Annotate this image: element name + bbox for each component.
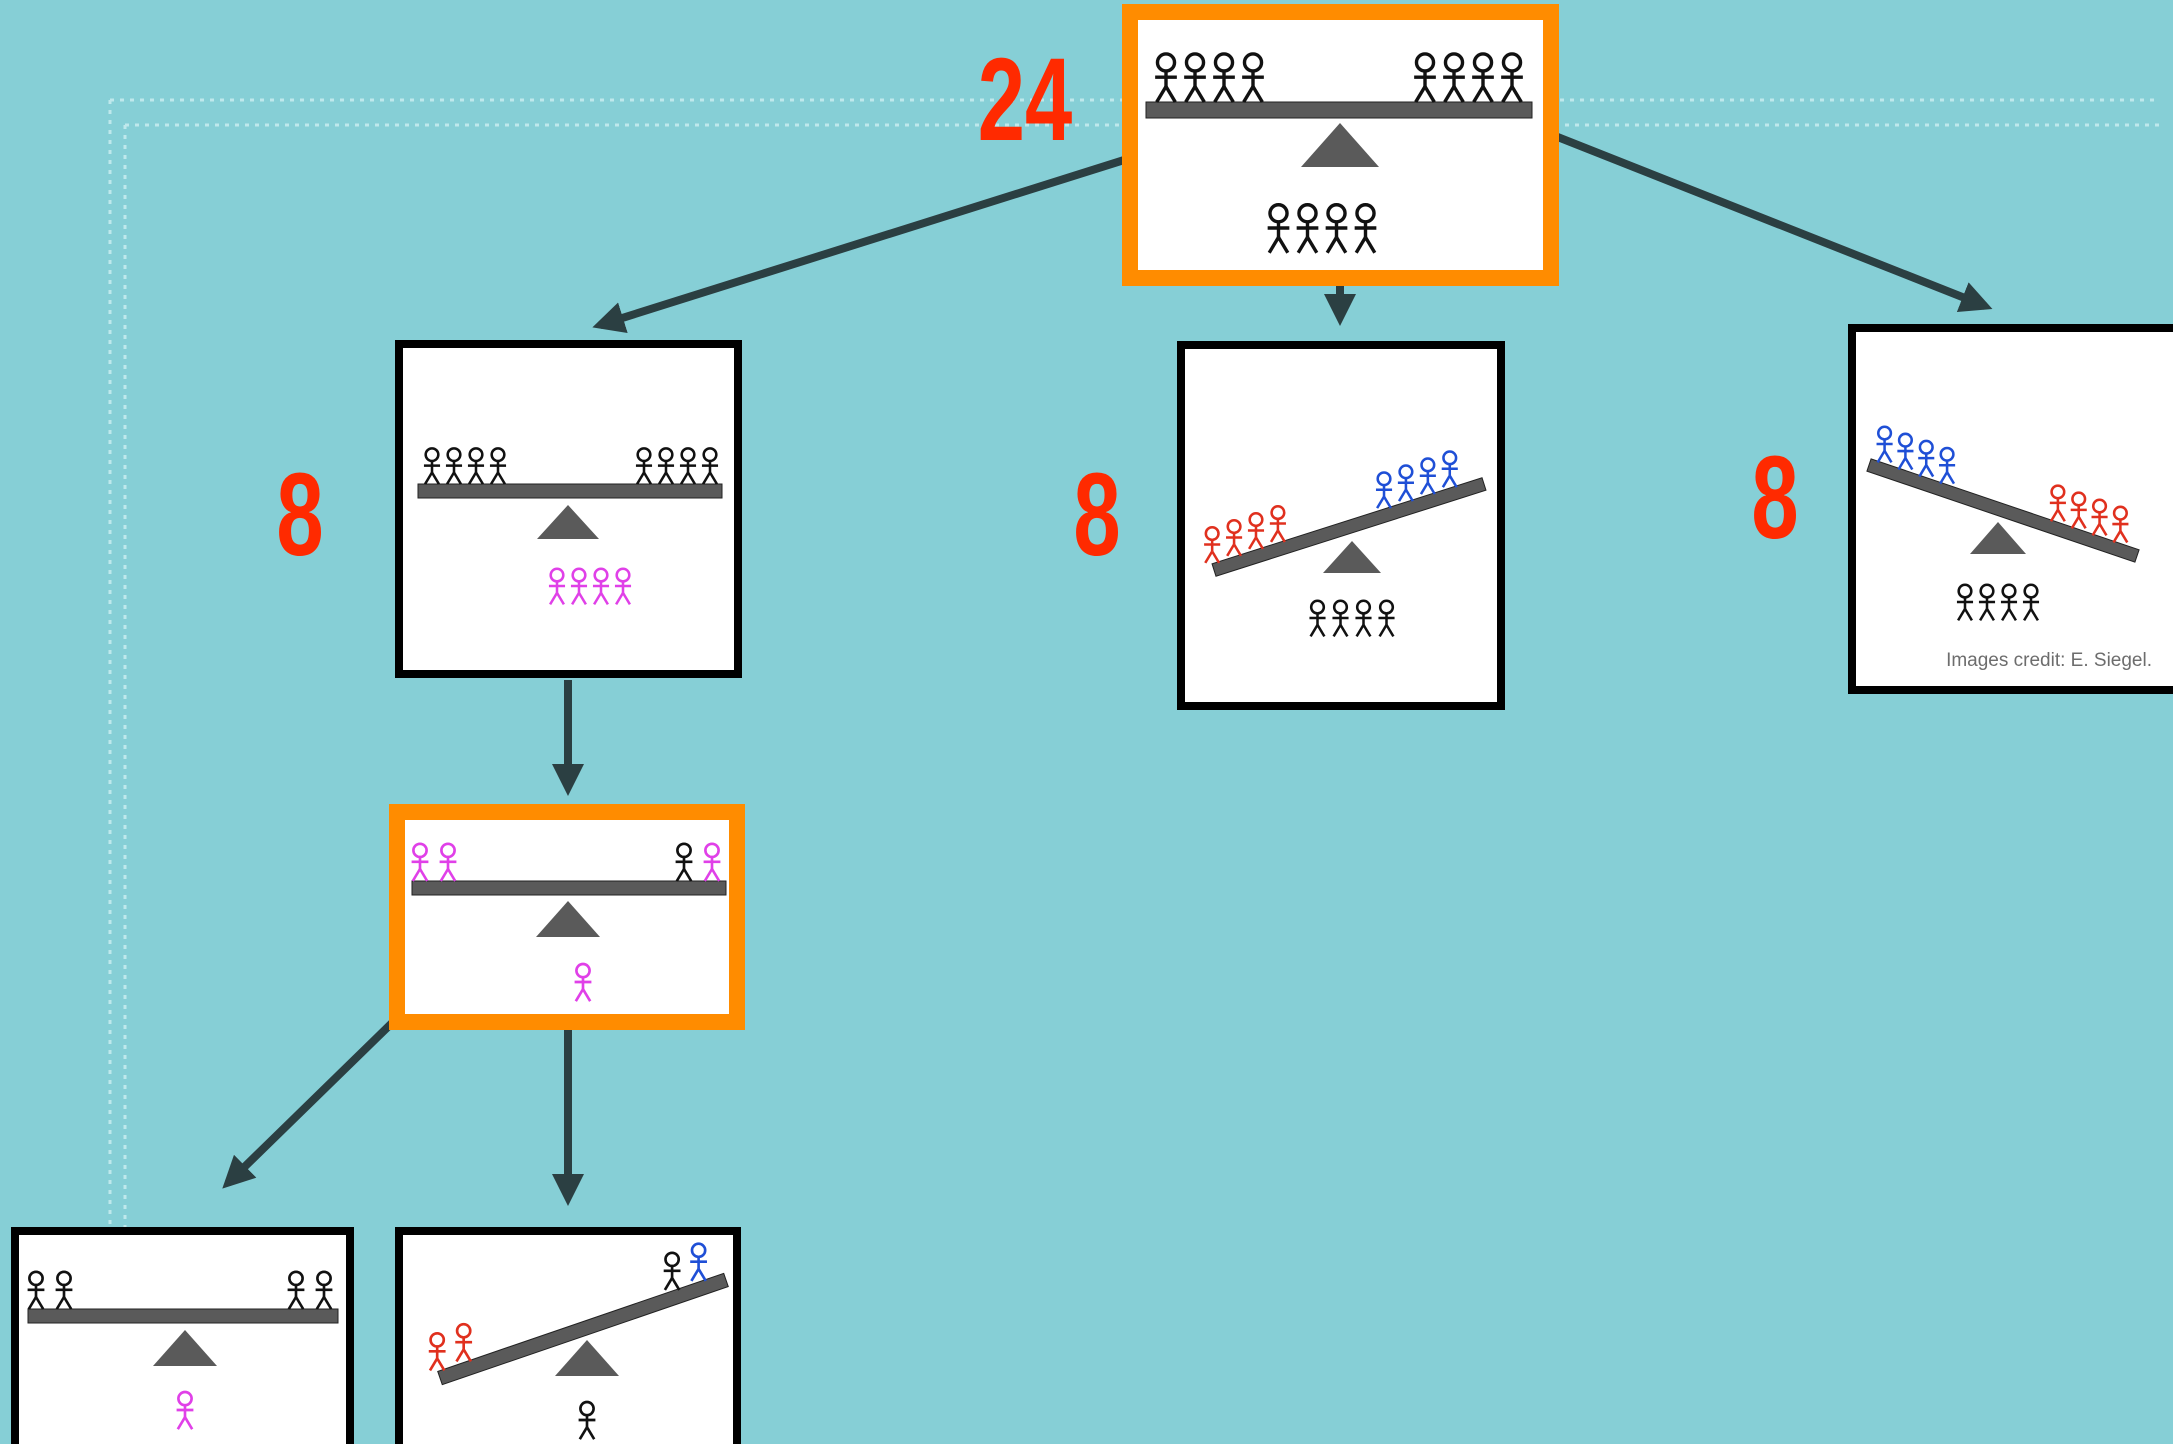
- middle-beam: [1211, 477, 1487, 577]
- left-scale: [417, 483, 723, 539]
- bottom-right-beam: [437, 1272, 729, 1386]
- right-scale: [1866, 458, 2140, 563]
- arrow-top-to-left: [592, 151, 1142, 334]
- top-beam: [1145, 101, 1533, 119]
- arrow-top-to-right: [1538, 126, 1993, 313]
- second-fulcrum: [536, 901, 600, 937]
- left-beam: [417, 483, 723, 499]
- right-count-label: 8: [1751, 431, 1798, 563]
- right-beam: [1866, 458, 2140, 563]
- middle-fulcrum: [1323, 541, 1381, 573]
- bottom-left-fulcrum: [153, 1330, 217, 1366]
- left-count-label: 8: [276, 448, 323, 580]
- top-count-label: 24: [978, 33, 1072, 165]
- middle-count-label: 8: [1073, 448, 1120, 580]
- bottom-right-scale: [437, 1272, 729, 1386]
- image-credit: Images credit: E. Siegel.: [1946, 650, 2152, 671]
- scales: [26, 52, 2140, 1441]
- top-fulcrum: [1301, 123, 1379, 167]
- arrows: [222, 126, 1993, 1206]
- bottom-left-beam: [27, 1308, 339, 1324]
- decorative-frame: [108, 98, 2160, 1444]
- left-fulcrum: [537, 505, 599, 539]
- bottom-right-fulcrum: [555, 1340, 619, 1376]
- second-beam: [411, 880, 727, 896]
- middle-scale: [1211, 477, 1487, 577]
- bottom-right-box: [395, 1227, 741, 1444]
- second-scale: [411, 880, 727, 937]
- right-fulcrum: [1970, 522, 2026, 554]
- arrow-second-to-bottom-left: [222, 1017, 398, 1189]
- top-scale: [1145, 101, 1533, 167]
- bottom-left-scale: [27, 1308, 339, 1366]
